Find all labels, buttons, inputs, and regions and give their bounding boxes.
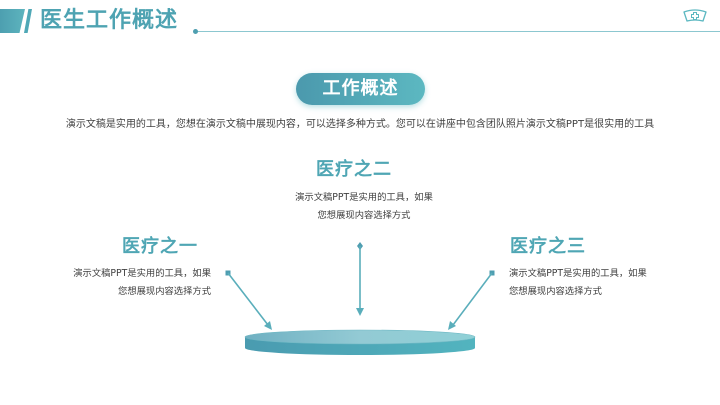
- item-desc-3-line2: 您想展现内容选择方式: [509, 286, 602, 297]
- header-divider-dot: [193, 29, 198, 34]
- nurse-cap-icon: [683, 9, 707, 22]
- intro-text: 演示文稿是实用的工具，您想在演示文稿中展现内容，可以选择多种方式。您可以在讲座中…: [65, 119, 655, 130]
- item-desc-2-line2: 您想展现内容选择方式: [317, 210, 411, 221]
- item-desc-1-line2: 您想展现内容选择方式: [118, 286, 211, 297]
- item-title-3: 医疗之三: [510, 236, 586, 257]
- header-divider-line: [196, 31, 720, 32]
- arrow-center-icon: [356, 242, 364, 316]
- item-desc-3: 演示文稿PPT是实用的工具，如果 您想展现内容选择方式: [509, 265, 679, 301]
- platform-disc-icon: [244, 329, 476, 355]
- item-title-2: 医疗之二: [316, 159, 392, 180]
- item-desc-3-line1: 演示文稿PPT是实用的工具，如果: [509, 268, 647, 279]
- arrow-right-icon: [448, 270, 495, 330]
- item-desc-2: 演示文稿PPT是实用的工具，如果 您想展现内容选择方式: [284, 189, 444, 225]
- arrow-left-icon: [225, 270, 272, 330]
- item-desc-2-line1: 演示文稿PPT是实用的工具，如果: [295, 192, 433, 203]
- header-accent-slash: [24, 9, 32, 33]
- page-title: 医生工作概述: [40, 8, 179, 33]
- item-desc-1: 演示文稿PPT是实用的工具，如果 您想展现内容选择方式: [54, 265, 211, 301]
- header-accent-bar: [0, 9, 25, 33]
- section-badge: 工作概述: [296, 73, 425, 105]
- item-title-1: 医疗之一: [122, 236, 198, 257]
- item-desc-1-line1: 演示文稿PPT是实用的工具，如果: [73, 268, 211, 279]
